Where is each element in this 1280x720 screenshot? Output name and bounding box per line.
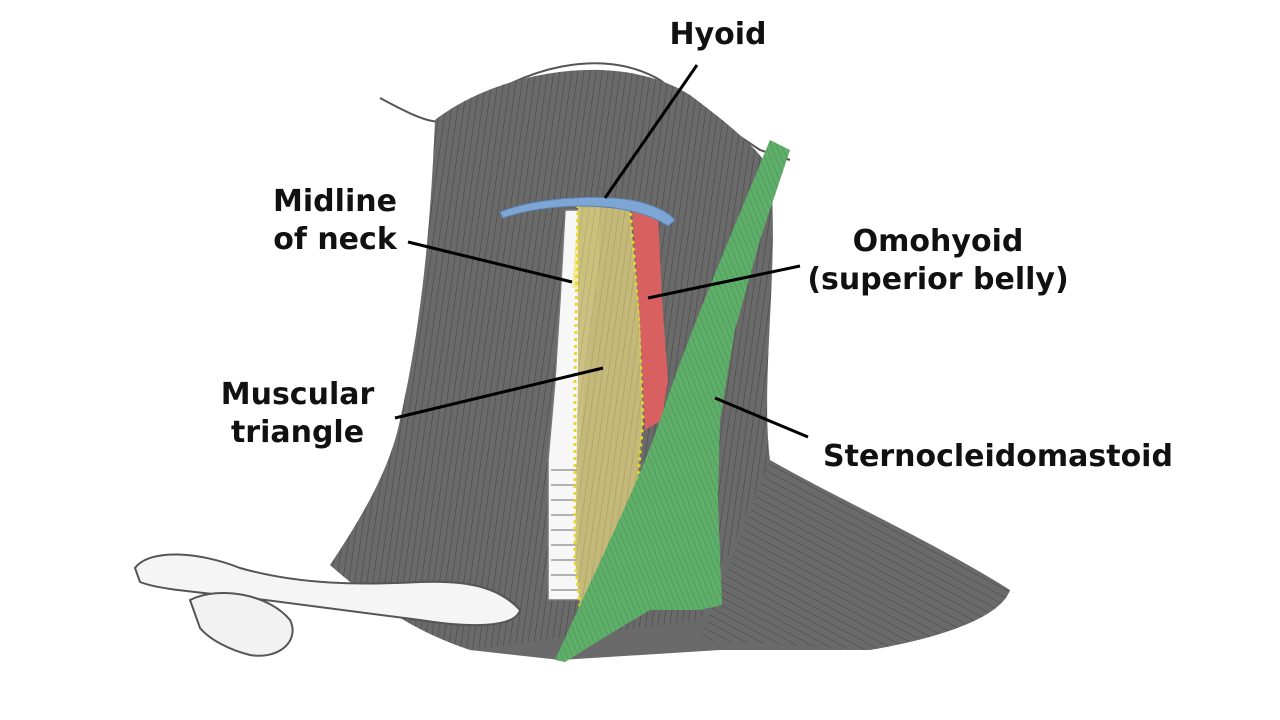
muscular-triangle-label: Muscular triangle (210, 376, 385, 452)
leader-line-omohyoid (647, 264, 801, 300)
hyoid-bone (499, 196, 676, 227)
leader-line-muscular-triangle (394, 366, 604, 420)
right-shoulder-muscle (700, 460, 1010, 650)
leader-lines (394, 64, 809, 439)
omohyoid-superior-belly (632, 210, 668, 430)
leader-line-sternocleidomastoid (714, 396, 809, 439)
muscular-triangle-label-line-1: Muscular (220, 377, 375, 412)
midline-of-neck-label: Midline of neck (250, 183, 420, 259)
omohyoid-label-line-1: Omohyoid (852, 224, 1024, 259)
sternocleidomastoid-hatching (555, 140, 790, 662)
midline-label-line-1: Midline (273, 184, 397, 219)
midline-label-line-2: of neck (273, 222, 397, 257)
sternocleidomastoid-label: Sternocleidomastoid (823, 439, 1173, 474)
muscular-triangle-label-line-2: triangle (230, 415, 365, 450)
hyoid-label: Hyoid (669, 17, 767, 52)
omohyoid-label-line-2: (superior belly) (807, 262, 1069, 297)
omohyoid-label: Omohyoid (superior belly) (798, 223, 1078, 299)
leader-line-midline (407, 240, 573, 284)
left-shoulder-bone (188, 592, 294, 657)
tracheal-rings (551, 469, 578, 591)
leader-line-hyoid (603, 64, 699, 199)
